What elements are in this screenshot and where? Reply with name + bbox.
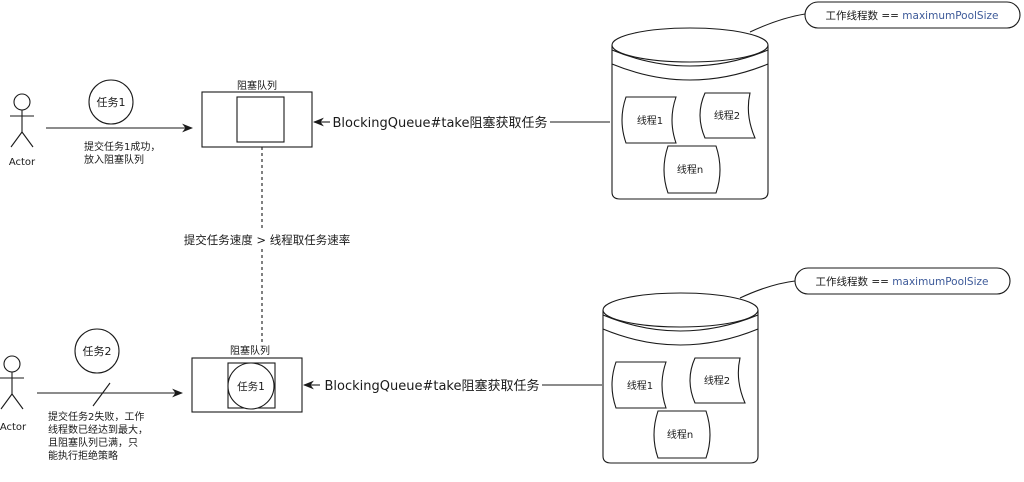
queue-1-slot <box>236 96 285 143</box>
task-1-node[interactable]: 任务1 <box>88 79 134 125</box>
callout-1-connector <box>749 13 806 33</box>
thread-label: 线程n <box>677 163 703 176</box>
thread-label: 线程n <box>667 428 693 441</box>
submit-note-line-1: 提交任务1成功， <box>84 140 160 153</box>
actor-2[interactable] <box>0 355 24 410</box>
fail-note-line-1: 提交任务2失败，工作 <box>48 410 144 423</box>
thread-label: 线程2 <box>714 109 740 122</box>
actor-1[interactable] <box>10 93 34 148</box>
task-2-node[interactable]: 任务2 <box>74 328 120 374</box>
callout-1-text: 工作线程数 == maximumPoolSize <box>826 9 999 22</box>
queued-task-1-node[interactable]: 任务1 <box>227 362 275 410</box>
thread-2-n[interactable]: 线程n <box>653 410 711 459</box>
callout-2 <box>794 267 1011 295</box>
queue-2-label: 阻塞队列 <box>230 344 270 357</box>
callout-2-text: 工作线程数 == maximumPoolSize <box>816 275 989 288</box>
rejected-slash <box>92 382 111 407</box>
actor-1-label: Actor <box>9 157 36 168</box>
transition-label: 提交任务速度 > 线程取任务速率 <box>184 233 350 247</box>
queue-1-label: 阻塞队列 <box>237 79 277 92</box>
thread-2-2[interactable]: 线程2 <box>689 357 746 404</box>
fail-note-line-4: 能执行拒绝策略 <box>48 449 118 462</box>
task-2-label: 任务2 <box>83 345 112 358</box>
take-label-1: BlockingQueue#take阻塞获取任务 <box>333 115 548 131</box>
task-1-label: 任务1 <box>97 96 126 109</box>
thread-1-2[interactable]: 线程2 <box>699 92 756 139</box>
fail-note-line-3: 且阻塞队列已满，只 <box>48 436 138 449</box>
callout-1 <box>804 1 1021 29</box>
actor-2-label: Actor <box>0 422 27 433</box>
thread-label: 线程1 <box>637 114 663 127</box>
thread-1-n[interactable]: 线程n <box>663 145 721 194</box>
submit-note-line-2: 放入阻塞队列 <box>84 153 144 166</box>
thread-pool-1[interactable] <box>611 27 769 200</box>
take-label-2: BlockingQueue#take阻塞获取任务 <box>325 378 540 394</box>
thread-2-1[interactable]: 线程1 <box>611 361 667 409</box>
thread-1-1[interactable]: 线程1 <box>621 96 677 144</box>
queued-task-1-label: 任务1 <box>237 380 265 393</box>
thread-pool-2[interactable] <box>602 292 759 464</box>
thread-label: 线程1 <box>627 379 653 392</box>
callout-2-connector <box>739 280 796 299</box>
fail-note-line-2: 线程数已经达到最大， <box>48 423 148 436</box>
thread-label: 线程2 <box>704 374 730 387</box>
